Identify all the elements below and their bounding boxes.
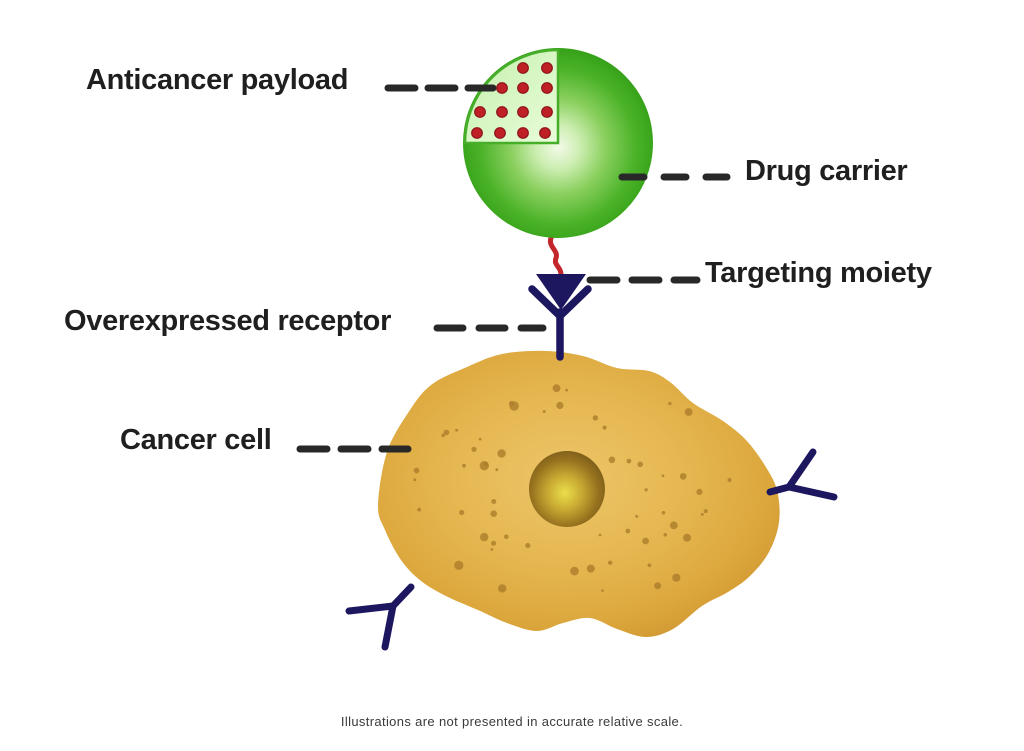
cell-granule-dot [552,384,561,393]
cell-granule-dot [504,534,509,539]
cell-granules [413,384,732,593]
label-drug-carrier: Drug carrier [745,155,908,187]
payload-dots [471,62,553,139]
receptor-y-main [528,285,592,361]
targeting-moiety-triangle [536,274,586,310]
label-anticancer-payload: Anticancer payload [86,64,349,96]
cell-granule-dot [625,528,631,534]
cell-nucleus [529,451,605,527]
cell-granule-dot [441,433,445,438]
cell-granule-dot [570,566,579,576]
cell-granule-dot [696,488,703,495]
cell-granule-dot [417,507,422,512]
cell-granule-dot [644,488,648,492]
cell-granule-dot [602,425,607,430]
cell-granule-dot [480,532,489,542]
cell-granule-dot [497,449,506,458]
cell-granule-dot [683,533,691,542]
cell-granule-dot [626,458,632,464]
cell-granule-dot [672,573,681,582]
cell-granule-dot [490,510,498,517]
cell-granule-dot [459,509,465,516]
cell-granule-dot [413,467,420,474]
cell-granule-dot [586,564,595,573]
cell-granule-dot [443,429,450,436]
cell-granule-dot [478,437,482,441]
cell-granule-dot [669,521,678,530]
cell-granule-dot [498,584,507,593]
cell-granule-dot [508,400,515,407]
cell-granule-dot [668,401,672,406]
cell-granule-dot [703,509,708,514]
cell-granule-dot [608,456,616,464]
cell-granule-dot [479,461,489,471]
cell-granule-dot [495,468,499,472]
cell-granule-dot [661,511,666,515]
cell-granule-dot [455,428,459,432]
receptor-y-right [766,448,838,501]
cell-granule-dot [679,473,687,480]
cell-granule-dot [598,533,602,537]
cell-granule-dot [661,474,665,478]
cell-granule-dot [556,401,564,410]
cell-granule-dot [491,540,497,546]
linker [548,233,564,280]
cell-granule-dot [454,560,464,571]
cell-granule-dot [491,499,497,504]
cell-granule-dot [637,461,643,468]
label-cancer-cell: Cancer cell [120,424,272,456]
cell-granule-dot [642,537,649,545]
payload-cutaway [463,48,560,145]
cell-granule-dot [684,408,693,416]
scale-disclaimer: Illustrations are not presented in accur… [340,714,684,729]
cell-granule-dot [601,589,604,592]
cell-granule-dot [490,548,494,551]
cell-granule-dot [647,563,652,568]
cell-granule-dot [654,582,662,590]
label-overexpressed-receptor: Overexpressed receptor [64,305,392,337]
cell-granule-dot [413,478,417,482]
cell-granule-dot [608,560,613,565]
cell-granule-dot [525,542,531,549]
cell-granule-dot [462,463,466,468]
label-targeting-moiety: Targeting moiety [705,257,932,289]
cell-granule-dot [565,388,568,392]
cell-granule-dot [663,533,668,537]
receptor-y-bottom-left [345,583,415,651]
cell-granule-dot [727,478,732,482]
cell-granule-dot [471,446,477,452]
cell-granule-dot [635,514,639,518]
cell-granule-dot [700,512,704,516]
cell-granule-dot [542,410,546,413]
cell-granule-dot [592,415,599,421]
